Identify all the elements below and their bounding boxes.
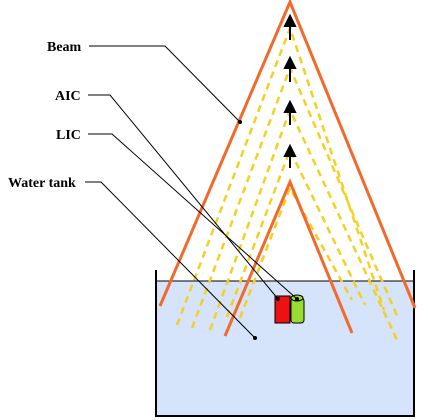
lic-label: LIC [56, 128, 81, 143]
arrow-3-head [283, 99, 297, 113]
beam-outer-edge [158, 0, 417, 309]
water-tank-leader-line [85, 181, 256, 339]
beam-direction-arrows [283, 13, 297, 168]
aic-chamber [274, 295, 291, 324]
arrow-1-head [283, 13, 297, 27]
aic-leader-line [88, 94, 279, 300]
beam-leader-dot [238, 120, 242, 124]
water-tank-label: Water tank [8, 176, 76, 191]
lic-leader-line [88, 133, 298, 300]
arrow-4-head [283, 143, 297, 157]
beam-inner-edge [223, 178, 354, 337]
beam-label: Beam [47, 40, 82, 55]
aic-label: AIC [55, 89, 81, 104]
leader-lines [85, 45, 298, 339]
lic-leader-dot [295, 297, 299, 301]
arrow-2-head [283, 55, 297, 69]
water-tank-leader-dot [253, 336, 257, 340]
beam [158, 0, 417, 337]
water-tank-outline [155, 270, 415, 417]
leader-endpoints [238, 120, 299, 340]
lic-chamber [290, 297, 305, 324]
beam-leader-line [89, 45, 241, 123]
ion-chambers [274, 294, 305, 324]
aic-leader-dot [276, 297, 280, 301]
beam-inner-line-4 [225, 146, 367, 318]
